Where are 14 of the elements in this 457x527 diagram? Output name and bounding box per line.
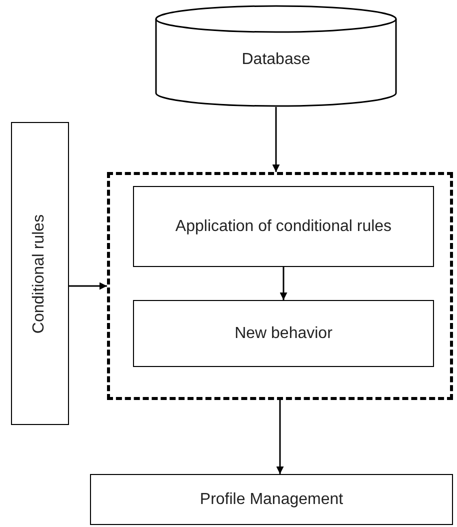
node-label: Conditional rules (30, 214, 49, 334)
arrow (272, 107, 280, 172)
dashed-group-box (107, 172, 453, 400)
node-label: New behavior (234, 324, 332, 344)
node-label: Profile Management (200, 490, 344, 510)
process-box (133, 186, 434, 267)
node-label: Application of conditional rules (175, 216, 392, 236)
arrow (69, 282, 107, 290)
rules-box (11, 122, 69, 425)
arrow (280, 267, 288, 300)
arrow (276, 400, 284, 474)
process-box (90, 474, 453, 525)
process-box (133, 300, 434, 367)
node-label: Database (242, 50, 310, 70)
